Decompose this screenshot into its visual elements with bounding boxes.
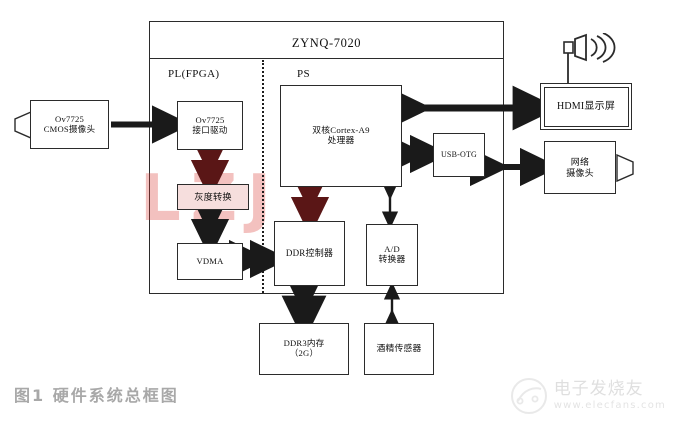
section-label-ps: PS [297,68,311,80]
chip-title: ZYNQ-7020 [291,35,362,50]
block-hdmi-display-inner: HDMI显示屏 [543,86,629,127]
pl-ps-divider [262,60,264,293]
block-vdma[interactable]: VDMA [177,243,243,280]
block-network-camera[interactable]: 网络 摄像头 [544,141,616,194]
block-ov7725-driver-label: Ov7725 接口驱动 [192,114,228,135]
block-usb-otg-label: USB-OTG [440,149,478,159]
section-label-pl: PL(FPGA) [168,68,220,80]
block-vdma-label: VDMA [196,255,224,266]
chip-title-divider [149,58,504,59]
block-cpu-label: 双核Cortex-A9 处理器 [312,125,370,145]
block-ddr3-memory-label: DDR3内存 （2G） [283,338,325,358]
block-usb-otg[interactable]: USB-OTG [433,133,485,177]
block-gray-convert[interactable]: 灰度转换 [177,184,249,210]
block-ad-converter[interactable]: A/D 转换器 [366,224,418,286]
block-alcohol-sensor-label: 酒精传感器 [376,343,422,354]
block-network-camera-label: 网络 摄像头 [566,157,594,178]
figure-caption: 图1 硬件系统总框图 [14,386,179,405]
block-hdmi-display[interactable]: HDMI显示屏 [540,83,632,130]
block-ad-converter-label: A/D 转换器 [378,244,406,264]
block-cmos-camera[interactable]: Ov7725 CMOS摄像头 [30,100,109,149]
block-alcohol-sensor[interactable]: 酒精传感器 [364,323,434,375]
block-cpu[interactable]: 双核Cortex-A9 处理器 [280,85,402,187]
block-gray-convert-label: 灰度转换 [194,191,232,202]
camera-lens-icon [616,153,634,183]
block-ov7725-driver[interactable]: Ov7725 接口驱动 [177,101,243,150]
block-ddr-controller-label: DDR控制器 [285,248,334,259]
block-hdmi-display-label: HDMI显示屏 [556,100,616,112]
speaker-antenna-icon [563,33,616,83]
block-ddr3-memory[interactable]: DDR3内存 （2G） [259,323,349,375]
block-ddr-controller[interactable]: DDR控制器 [274,221,345,286]
block-cmos-camera-label: Ov7725 CMOS摄像头 [43,113,96,134]
